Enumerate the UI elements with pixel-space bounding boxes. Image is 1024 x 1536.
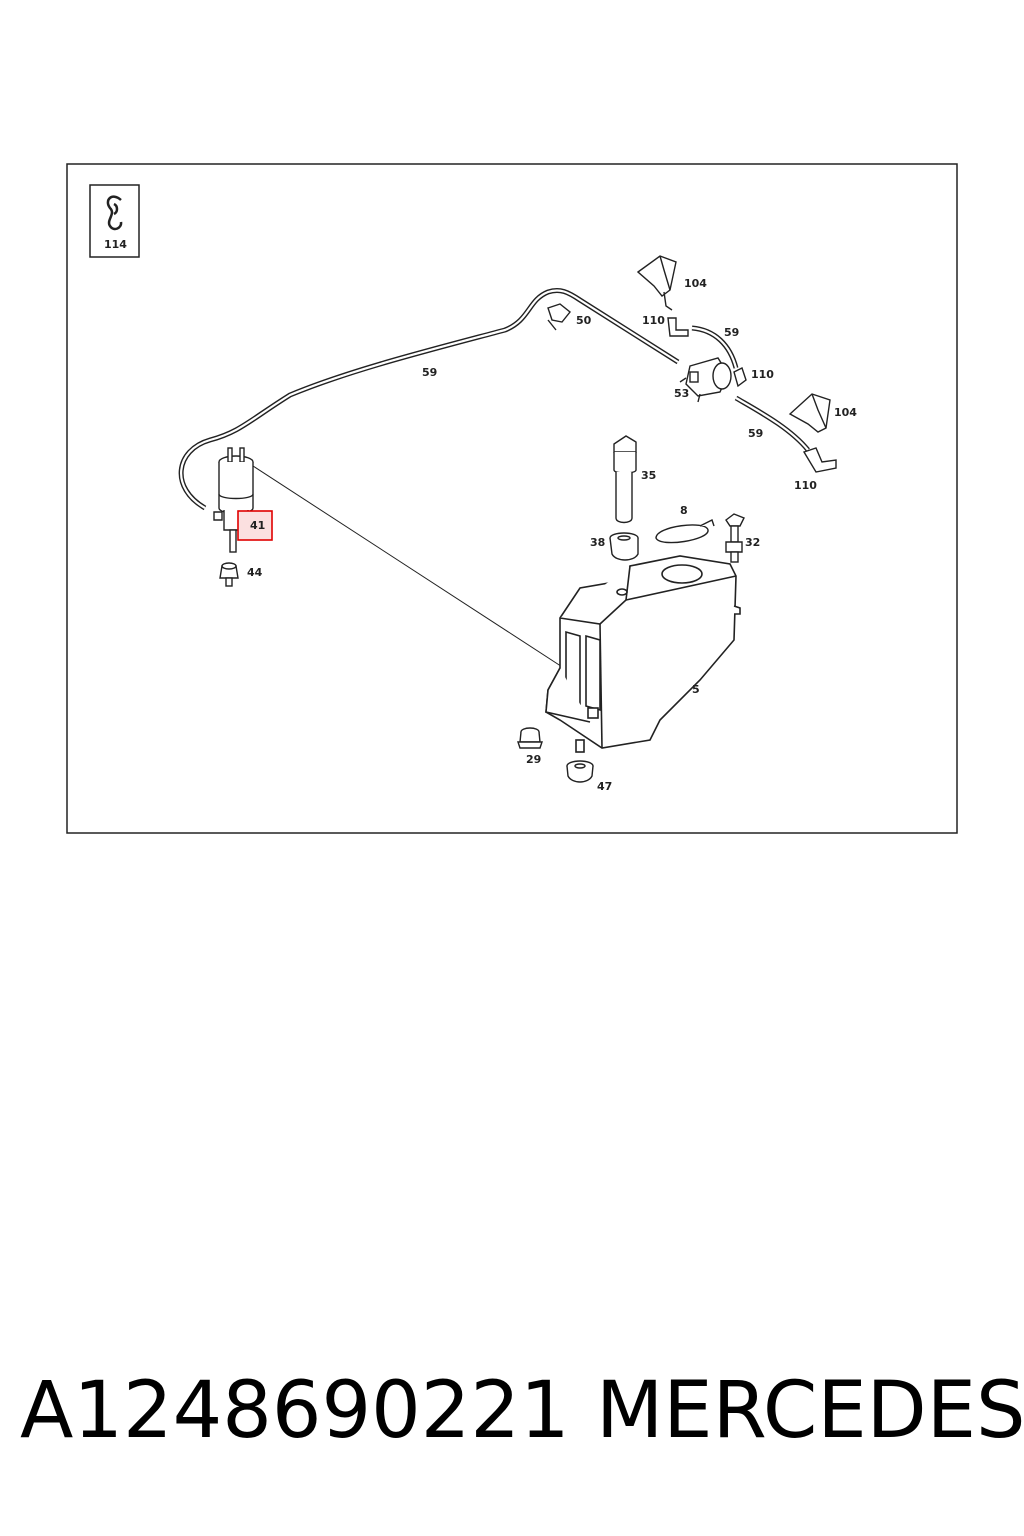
clip-50 bbox=[547, 303, 571, 331]
callout-110-lower: 110 bbox=[794, 479, 817, 492]
part-number: A1248690221 bbox=[20, 1366, 570, 1456]
valve-53 bbox=[679, 357, 732, 403]
callout-59-lower: 59 bbox=[748, 427, 763, 440]
callout-44: 44 bbox=[247, 566, 263, 579]
reservoir-tank-5 bbox=[545, 555, 741, 753]
diagram-frame bbox=[66, 163, 958, 834]
washer-pump-41 bbox=[213, 447, 254, 553]
nozzle-104-upper bbox=[636, 255, 677, 311]
elbow-110-middle bbox=[733, 367, 747, 388]
callout-59-main: 59 bbox=[422, 366, 437, 379]
callout-50: 50 bbox=[576, 314, 592, 327]
legend-label: 114 bbox=[104, 238, 127, 251]
nozzle-104-lower bbox=[788, 393, 831, 433]
grommet-44 bbox=[219, 562, 239, 587]
callout-53: 53 bbox=[674, 387, 689, 400]
filler-neck-35 bbox=[613, 435, 637, 524]
clip-legend-box: 114 bbox=[89, 184, 140, 258]
callout-110-middle: 110 bbox=[751, 368, 774, 381]
grommet-38 bbox=[609, 532, 639, 561]
highlight-box-41 bbox=[237, 510, 273, 541]
callout-38: 38 bbox=[590, 536, 605, 549]
brand-name: MERCEDES bbox=[596, 1366, 1024, 1456]
callout-47: 47 bbox=[597, 780, 612, 793]
callout-59-upper: 59 bbox=[724, 326, 739, 339]
grommet-29 bbox=[517, 727, 543, 749]
leader-pump-to-tank bbox=[252, 465, 571, 673]
callout-8: 8 bbox=[680, 504, 688, 517]
callout-41: 41 bbox=[250, 519, 265, 532]
hose-59-upper-right bbox=[691, 325, 739, 369]
callout-32: 32 bbox=[745, 536, 760, 549]
elbow-110-lower bbox=[802, 447, 837, 473]
cap-8 bbox=[655, 519, 715, 544]
callout-35: 35 bbox=[641, 469, 656, 482]
hose-59-lower-right bbox=[734, 395, 810, 452]
callout-104-upper: 104 bbox=[684, 277, 707, 290]
callout-110-upper: 110 bbox=[642, 314, 665, 327]
callout-104-lower: 104 bbox=[834, 406, 857, 419]
callout-29: 29 bbox=[526, 753, 541, 766]
level-sensor-32 bbox=[725, 513, 745, 563]
grommet-47 bbox=[566, 760, 594, 783]
clip-icon bbox=[106, 195, 123, 231]
elbow-110-upper bbox=[667, 317, 689, 337]
callout-5: 5 bbox=[692, 683, 700, 696]
